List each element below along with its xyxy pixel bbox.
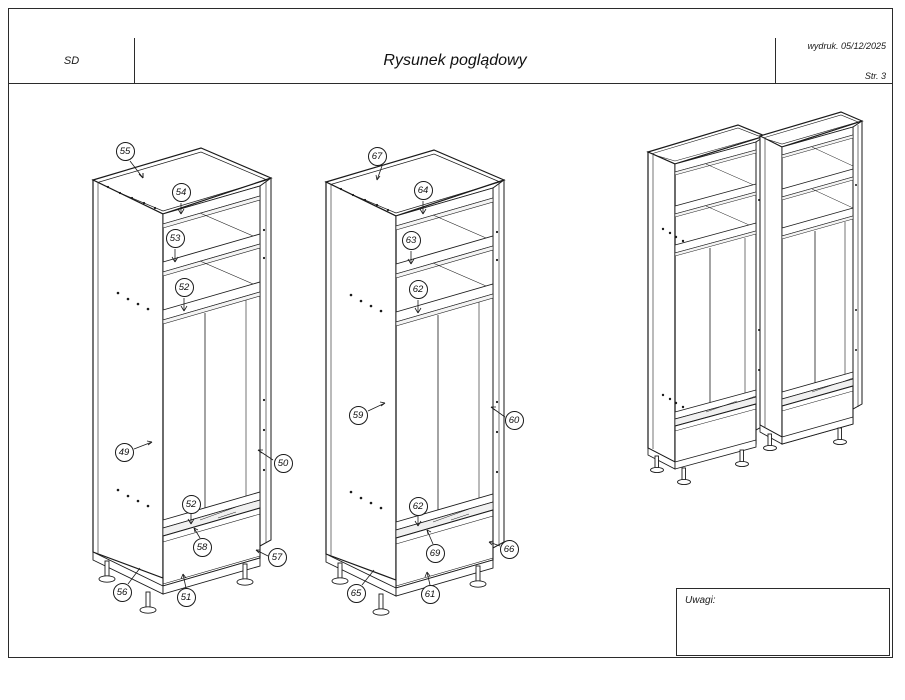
balloon-67: 67 bbox=[367, 146, 387, 166]
balloon-69: 69 bbox=[425, 543, 445, 563]
balloon-52: 52 bbox=[181, 494, 201, 514]
balloon-58: 58 bbox=[192, 537, 212, 557]
balloon-62: 62 bbox=[408, 496, 428, 516]
balloon-66: 66 bbox=[499, 539, 519, 559]
page-number: Str. 3 bbox=[864, 71, 886, 81]
drawing-outer-frame bbox=[8, 8, 893, 658]
notes-label: Uwagi: bbox=[685, 595, 716, 606]
balloon-55: 55 bbox=[115, 141, 135, 161]
title-block-designer-cell: SD bbox=[9, 38, 135, 84]
balloon-63: 63 bbox=[401, 230, 421, 250]
balloon-53: 53 bbox=[165, 228, 185, 248]
designer-code: SD bbox=[63, 55, 80, 67]
title-block-title-cell: Rysunek poglądowy bbox=[135, 38, 776, 84]
drawing-title: Rysunek poglądowy bbox=[383, 52, 527, 69]
balloon-50: 50 bbox=[273, 453, 293, 473]
balloon-51: 51 bbox=[176, 587, 196, 607]
balloon-54: 54 bbox=[171, 182, 191, 202]
notes-box: Uwagi: bbox=[676, 588, 890, 656]
title-block-meta-cell: wydruk. 05/12/2025 Str. 3 bbox=[776, 38, 892, 84]
balloon-60: 60 bbox=[504, 410, 524, 430]
balloon-64: 64 bbox=[413, 180, 433, 200]
print-date: wydruk. 05/12/2025 bbox=[807, 41, 886, 51]
balloon-57: 57 bbox=[267, 547, 287, 567]
balloon-49: 49 bbox=[114, 442, 134, 462]
title-block: SD Rysunek poglądowy wydruk. 05/12/2025 … bbox=[9, 38, 892, 84]
balloon-62: 62 bbox=[408, 279, 428, 299]
balloon-52: 52 bbox=[174, 277, 194, 297]
balloon-61: 61 bbox=[420, 584, 440, 604]
balloon-59: 59 bbox=[348, 405, 368, 425]
balloon-65: 65 bbox=[346, 583, 366, 603]
balloon-56: 56 bbox=[112, 582, 132, 602]
